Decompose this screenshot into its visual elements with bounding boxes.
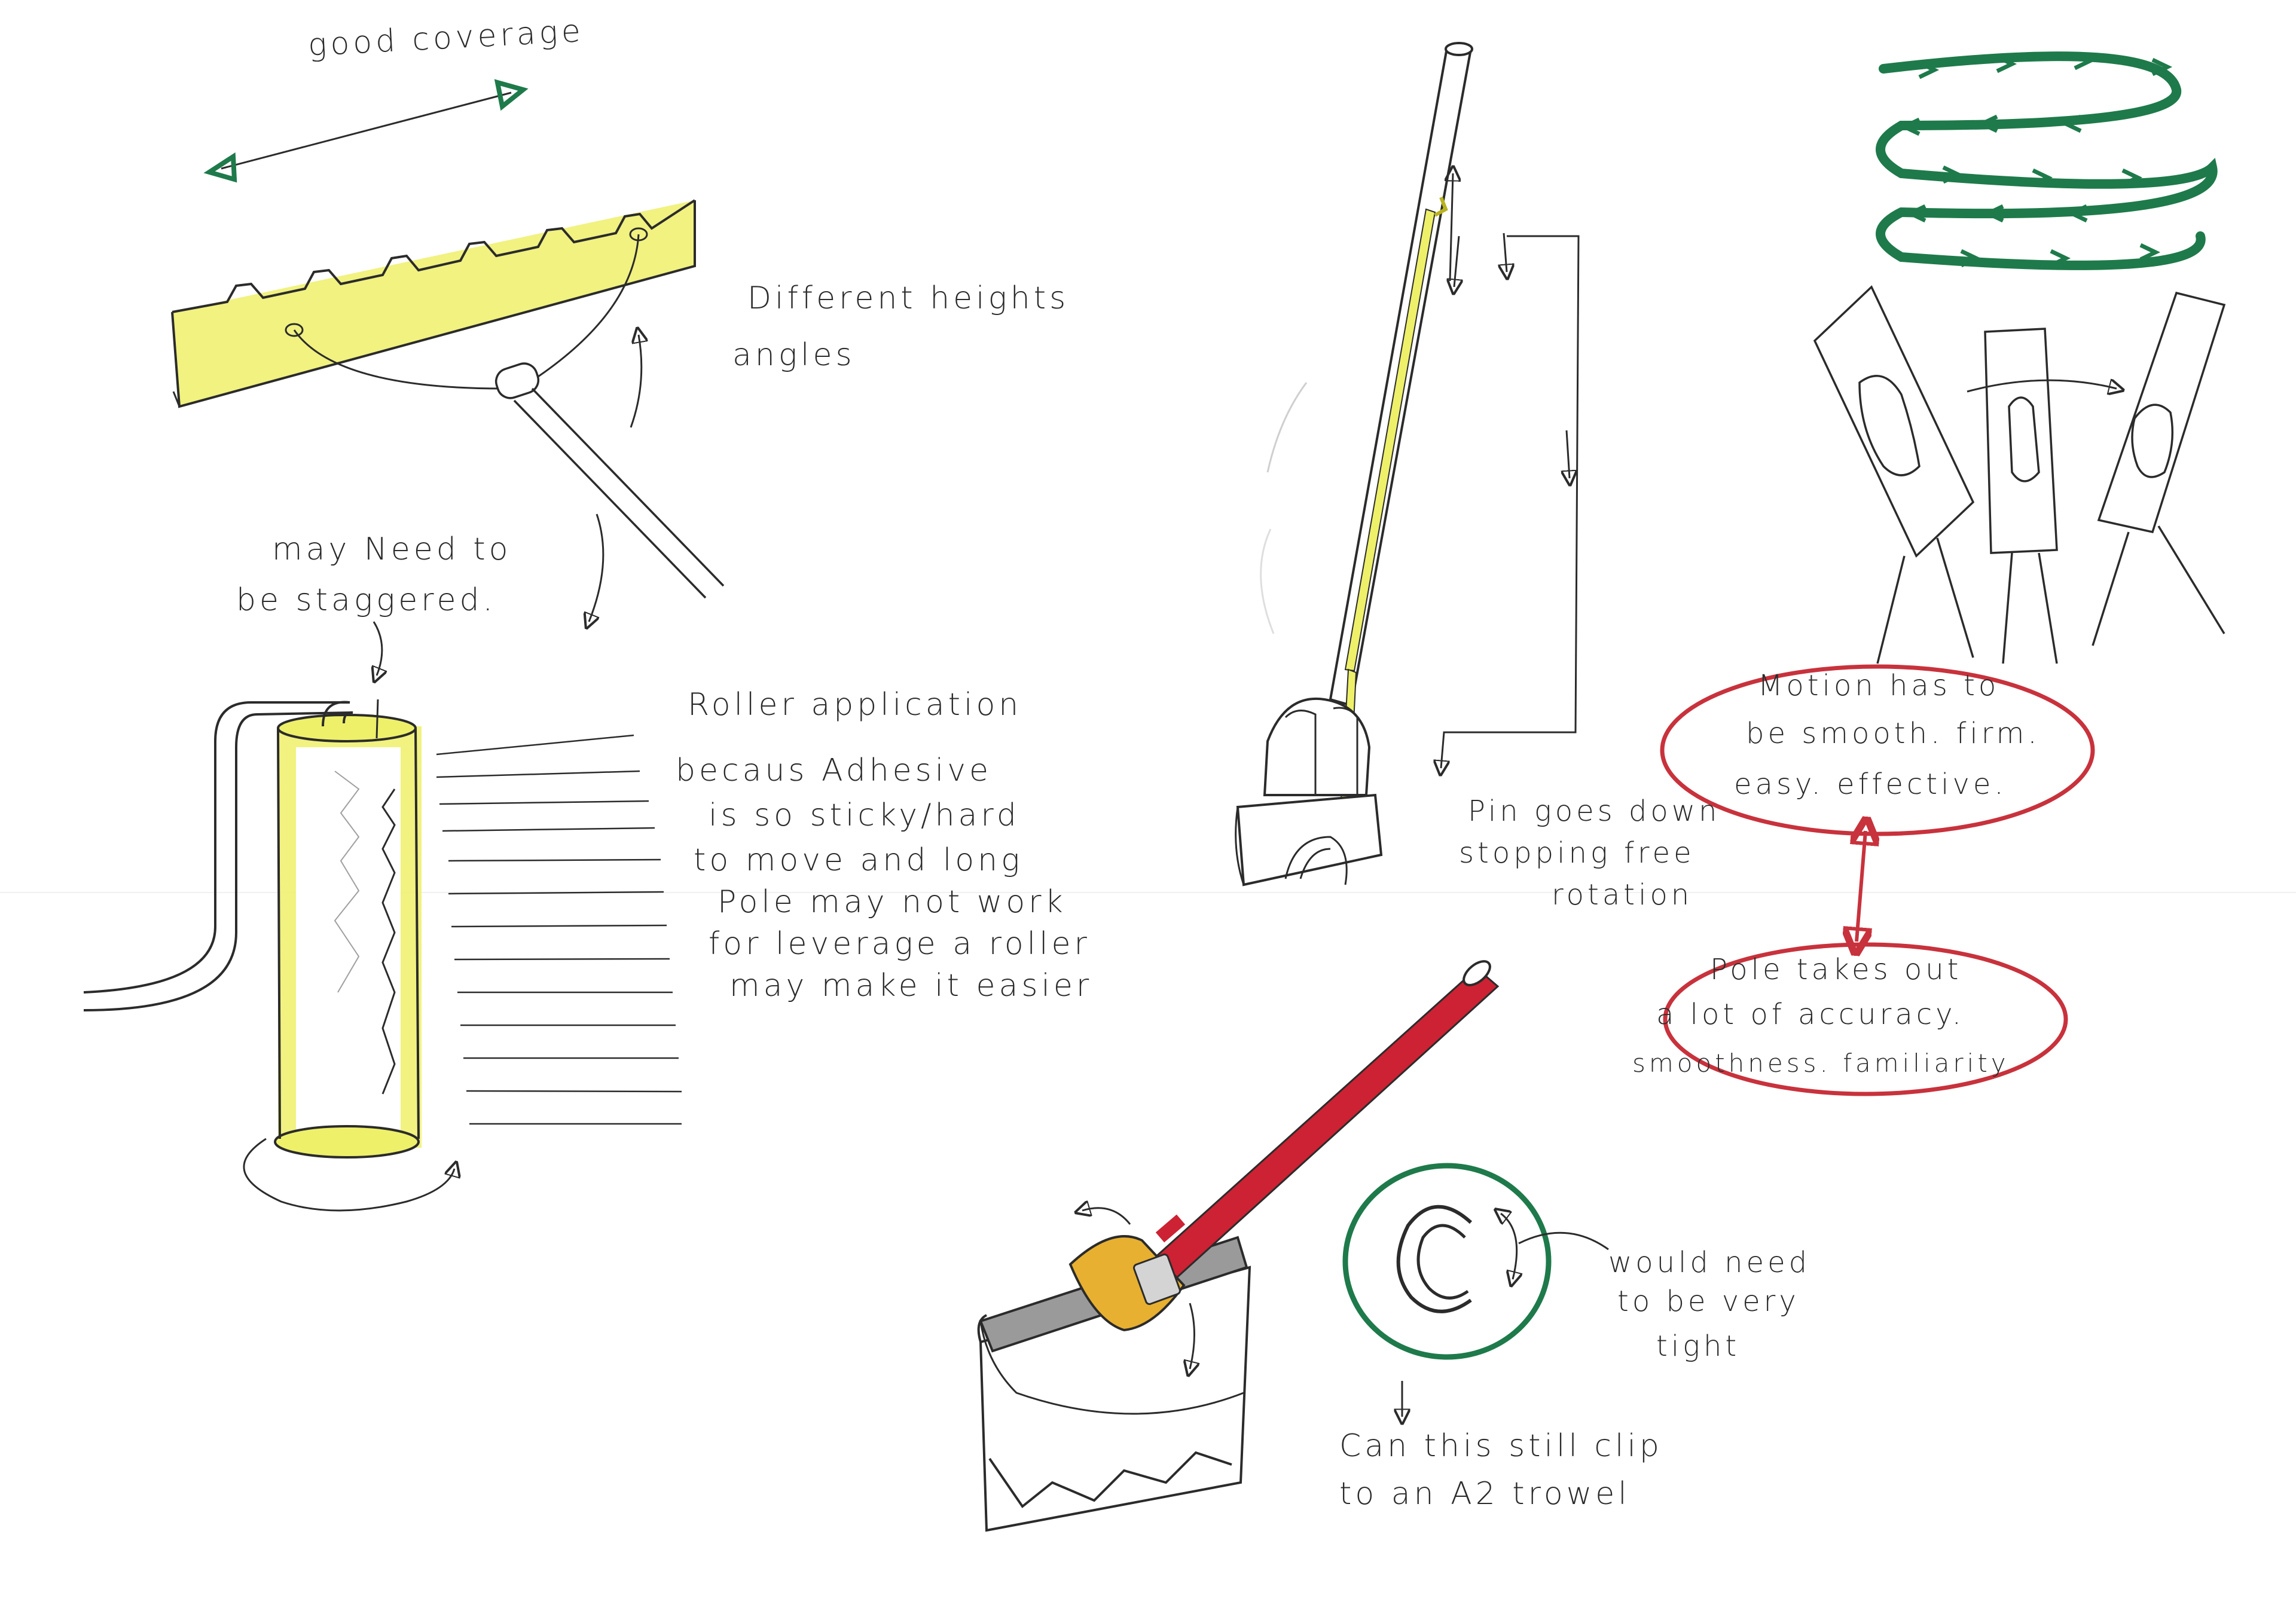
may-need-note-line1: may Need to [272, 531, 512, 567]
clip-note-line1: Can this still clip [1339, 1428, 1663, 1464]
motion-requirements-ellipse [1660, 664, 2095, 1096]
tight-note-line3: tight [1656, 1329, 1741, 1363]
tight-note-line1: would need [1608, 1246, 1811, 1279]
motion-note-line3: easy. effective. [1734, 768, 2007, 801]
different-heights-note: Different heights [747, 280, 1070, 316]
tight-note-line2: to be very [1617, 1285, 1800, 1318]
rotation-arrow-icon [1082, 1208, 1195, 1369]
right-arrow-icon [1967, 380, 2117, 392]
motion-note-line1: Motion has to [1758, 669, 2000, 702]
roller-note-line6: may make it easier [729, 968, 1093, 1004]
pin-note-line3: rotation [1552, 878, 1693, 912]
c-clip-sketch [1342, 1163, 1609, 1360]
roller-note-line5: for leverage a roller [709, 926, 1091, 962]
pole-note-line1: Pole takes out [1710, 953, 1962, 986]
may-need-note-line2: be staggered. [236, 582, 497, 618]
trowel-hand-positions [1813, 285, 2226, 664]
circular-motion-arrows [1899, 51, 2173, 268]
pole-note-line3: smoothness. familiarity [1632, 1049, 2010, 1078]
angles-note: angles [732, 337, 856, 373]
rotation-arrow-icon [243, 621, 454, 1212]
roller-sketch [83, 699, 422, 1159]
rotation-arrow-icon [589, 335, 642, 622]
clip-trowel-sketch [977, 960, 1500, 1532]
pin-note-line2: stopping free [1459, 836, 1695, 870]
paper-fold-line [0, 892, 2296, 893]
roller-note-line2: is so sticky/hard [709, 797, 1020, 833]
down-arrow-icon [1441, 173, 1580, 768]
serrated-trowel-sketch [171, 199, 725, 599]
pin-note-line1: Pin goes down [1468, 794, 1721, 828]
roller-note-line3: to move and long [694, 842, 1024, 878]
roller-note-line1: becaus Adhesive [676, 753, 992, 788]
double-headed-arrow-icon [203, 79, 529, 183]
pole-note-line2: a lot of accuracy. [1656, 998, 1965, 1031]
motion-note-line2: be smooth. firm. [1746, 717, 2041, 750]
roller-motion-lines [436, 734, 682, 1125]
roller-application-title: Roller application [688, 687, 1022, 723]
clip-note-line2: to an A2 trowel [1339, 1476, 1631, 1512]
roller-note-line4: Pole may not work [718, 884, 1067, 920]
pole-pin-sketch [1235, 42, 1473, 887]
circular-motion-icon [1876, 51, 2218, 270]
